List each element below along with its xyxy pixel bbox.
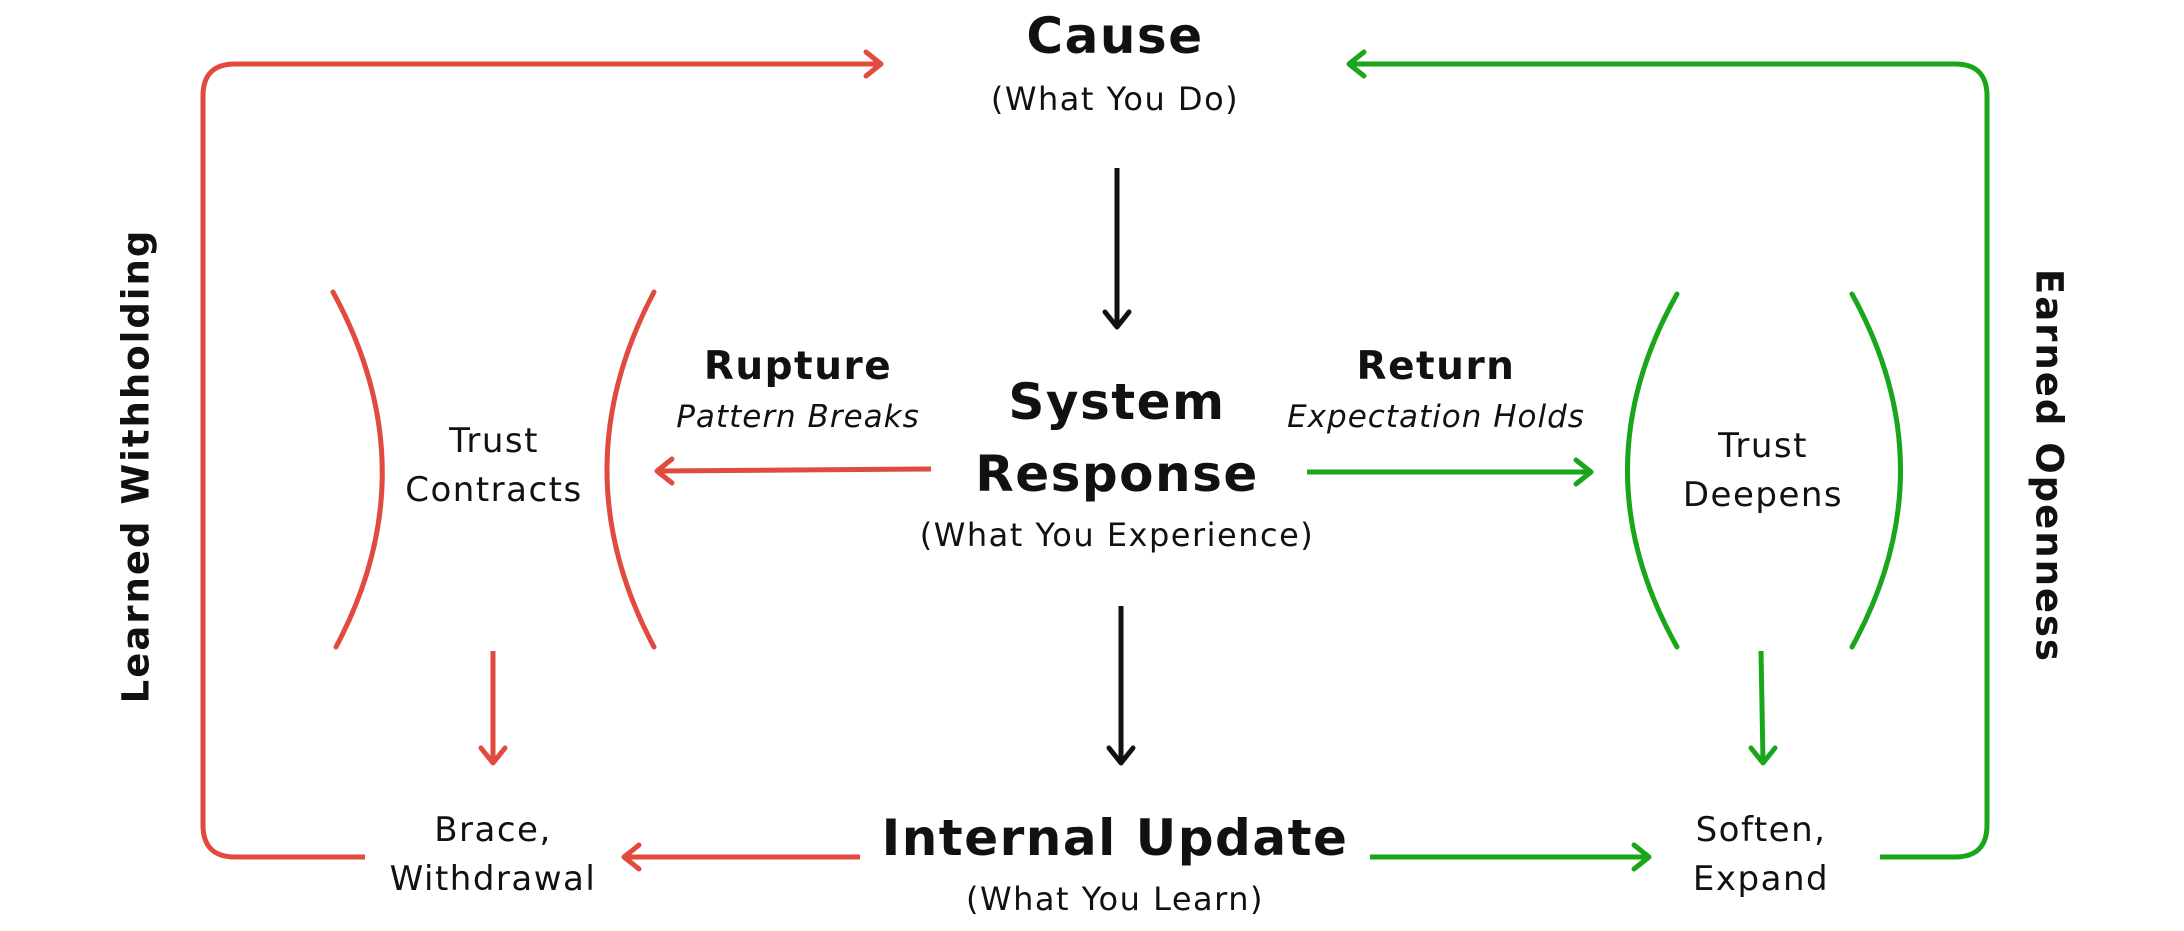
update-to-brace-arrowhead bbox=[621, 842, 642, 872]
trust-contracts-right-bracket bbox=[604, 289, 657, 650]
internal-update-title: Internal Update bbox=[881, 809, 1349, 867]
update-to-soften-arrowhead bbox=[1631, 842, 1652, 872]
learned-withholding-loop-arrow bbox=[200, 61, 880, 860]
trust-deepens-line1: Trust bbox=[1718, 426, 1808, 466]
contracts-to-brace-arrowhead bbox=[478, 745, 508, 766]
soften-line1: Soften, bbox=[1695, 810, 1827, 850]
system-response-title-line2: Response bbox=[975, 445, 1259, 503]
brace-line1: Brace, bbox=[434, 810, 552, 850]
soften-line2: Expand bbox=[1692, 859, 1830, 900]
return-arrowhead bbox=[1573, 457, 1594, 487]
return-subtitle: Expectation Holds bbox=[1287, 399, 1585, 435]
trust-contracts-line1: Trust bbox=[449, 421, 539, 461]
trust-deepens-line2: Deepens bbox=[1682, 475, 1844, 516]
trust-deepens-right-bracket bbox=[1849, 291, 1903, 650]
cause-subtitle: (What You Do) bbox=[990, 80, 1240, 118]
rupture-arrow bbox=[657, 466, 932, 474]
brace-withdrawal-label: Brace, Withdrawal bbox=[390, 806, 597, 905]
learned-withholding-arrowhead bbox=[863, 49, 884, 79]
rupture-arrowhead bbox=[654, 456, 675, 486]
trust-contracts-line2: Contracts bbox=[405, 470, 583, 511]
cause-title: Cause bbox=[1026, 7, 1204, 65]
internal-update-subtitle: (What You Learn) bbox=[966, 880, 1264, 918]
trust-contracts-label: Trust Contracts bbox=[405, 417, 582, 516]
earned-openness-loop-arrow bbox=[1350, 61, 1990, 860]
learned-withholding-label: Learned Withholding bbox=[114, 228, 158, 704]
soften-expand-label: Soften, Expand bbox=[1693, 806, 1829, 905]
trust-contracts-left-bracket bbox=[330, 289, 385, 650]
response-to-update-arrowhead bbox=[1106, 745, 1136, 766]
earned-openness-arrowhead bbox=[1346, 49, 1367, 79]
system-response-title-line1: System bbox=[1008, 373, 1226, 431]
deepens-to-soften-arrowhead bbox=[1748, 745, 1778, 766]
trust-deepens-label: Trust Deepens bbox=[1683, 422, 1843, 521]
rupture-subtitle: Pattern Breaks bbox=[676, 399, 920, 435]
deepens-to-soften-arrow bbox=[1758, 650, 1766, 763]
return-title: Return bbox=[1356, 344, 1516, 389]
cause-to-response-arrowhead bbox=[1102, 309, 1132, 330]
system-response-subtitle: (What You Experience) bbox=[919, 516, 1315, 554]
brace-line2: Withdrawal bbox=[389, 859, 597, 900]
earned-openness-label: Earned Openness bbox=[2027, 268, 2071, 664]
trust-deepens-left-bracket bbox=[1625, 291, 1680, 650]
rupture-title: Rupture bbox=[703, 344, 893, 389]
